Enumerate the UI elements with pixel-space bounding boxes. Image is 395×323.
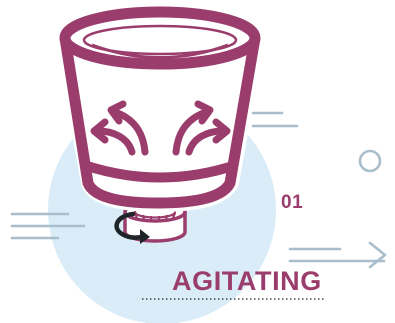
arrow-right-icon (288, 241, 387, 269)
speed-lines-left (10, 212, 86, 240)
circle-outline-icon (358, 149, 382, 173)
step-title: AGITATING (172, 266, 322, 296)
speed-lines-right (251, 111, 299, 128)
rotation-arrow-icon (114, 211, 150, 244)
bubble-tail (122, 252, 142, 270)
step-number: 01 (281, 192, 304, 213)
curved-arrows-icon (90, 100, 231, 156)
bucket-vessel-icon (59, 6, 261, 209)
